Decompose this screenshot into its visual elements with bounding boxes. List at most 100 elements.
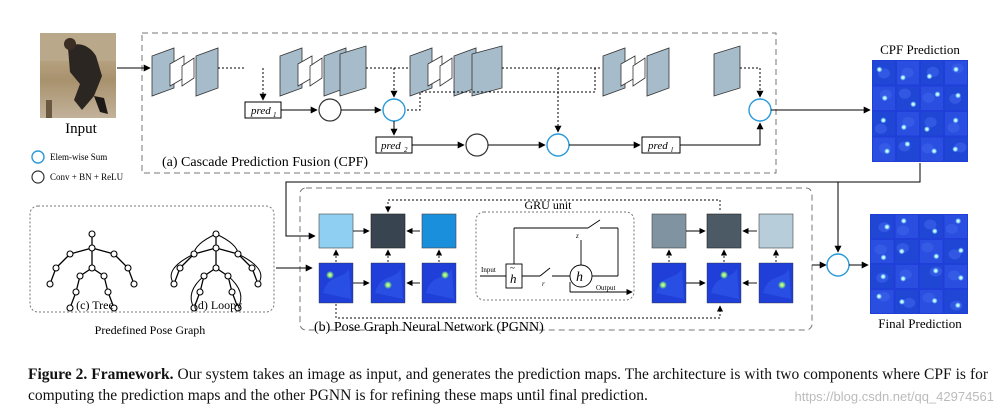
gru-h-label: h bbox=[576, 270, 583, 285]
final-prediction-label: Final Prediction bbox=[878, 316, 962, 331]
caption-bold: Framework. bbox=[91, 366, 174, 383]
cpf-feature-stages bbox=[151, 45, 741, 97]
cpf-pred-peak bbox=[910, 101, 917, 108]
predl-label: pred bbox=[647, 140, 668, 152]
final-pred-shadow bbox=[948, 249, 961, 260]
feature-map-0-c bbox=[181, 57, 195, 87]
loopy-pose-graph bbox=[170, 230, 262, 312]
legend: Elem-wise Sum Conv + BN + ReLU bbox=[31, 150, 124, 184]
cpf-pred-peak bbox=[904, 141, 911, 148]
final-pred-peak bbox=[954, 302, 961, 309]
loopy-label: (d) Loopy bbox=[194, 298, 242, 312]
feature-map-2-e bbox=[471, 45, 503, 97]
tree-joint bbox=[66, 304, 74, 312]
final-pred-shadow bbox=[921, 242, 934, 253]
tree-joint bbox=[110, 250, 118, 258]
cpf-pred-shadow bbox=[898, 88, 911, 99]
loopy-joint bbox=[234, 304, 242, 312]
gru-diagram bbox=[480, 219, 633, 296]
final-pred-peak bbox=[957, 247, 964, 254]
gru-r-label: r bbox=[542, 280, 545, 288]
elem-wise-sum-legend-icon bbox=[31, 150, 45, 164]
feature-map-3-d bbox=[646, 47, 670, 97]
gru-unit-title: GRU unit bbox=[524, 198, 572, 212]
gru-h-tilde-label: h bbox=[510, 271, 517, 286]
pgnn-heatmap-peak bbox=[778, 281, 786, 289]
pgnn-caption: (b) Pose Graph Neural Network (PGNN) bbox=[314, 320, 544, 335]
tree-joint bbox=[72, 288, 80, 296]
cpf-pred-peak bbox=[952, 117, 959, 124]
loopy-joint bbox=[190, 250, 198, 258]
loopy-joint bbox=[190, 304, 198, 312]
final-pred-peak bbox=[876, 293, 883, 300]
pgnn-heatmap-shadow bbox=[763, 269, 791, 299]
pgnn-heatmap-peak bbox=[720, 271, 728, 279]
tree-joint bbox=[100, 272, 108, 280]
final-pred-peak bbox=[898, 248, 905, 255]
tree-edge bbox=[91, 247, 115, 255]
tree-edge bbox=[69, 247, 93, 255]
cpf-conv-node-2 bbox=[465, 133, 489, 157]
cpf-pred-peak bbox=[955, 92, 962, 99]
pgnn-node-light bbox=[318, 213, 354, 249]
cpf-pred-shadow bbox=[947, 122, 960, 133]
cpf-pred-shadow bbox=[874, 123, 887, 134]
cpf-prediction-heatmap bbox=[872, 60, 968, 162]
final-pred-peak bbox=[932, 267, 939, 274]
feature-map-3-e bbox=[713, 45, 741, 97]
pgnn-heatmap-shadow bbox=[323, 269, 351, 299]
cpf-sum-node-l bbox=[748, 98, 772, 122]
feature-map-2-a bbox=[409, 47, 433, 97]
caption-text: Our system takes an image as input, and … bbox=[28, 366, 989, 404]
tree-joint bbox=[110, 304, 118, 312]
final-pred-peak bbox=[931, 297, 938, 304]
cpf-pred-shadow bbox=[921, 143, 934, 154]
final-pred-cell bbox=[920, 240, 943, 263]
loopy-joint bbox=[224, 272, 232, 280]
final-pred-shadow bbox=[896, 225, 910, 236]
loopy-joint bbox=[228, 288, 236, 296]
pgnn-heatmap-peak bbox=[384, 281, 392, 289]
loopy-joint bbox=[212, 244, 220, 252]
final-prediction-heatmap bbox=[870, 214, 968, 314]
feature-map-0-a bbox=[151, 47, 175, 97]
cpf-to-pgnn-arrow bbox=[285, 163, 921, 240]
pred1-label: pred bbox=[250, 105, 271, 117]
watermark: https://blog.csdn.net/qq_42974561 bbox=[794, 389, 995, 404]
pgnn-node-dark bbox=[370, 213, 406, 249]
loopy-joint bbox=[234, 250, 242, 258]
feature-map-1-c bbox=[309, 57, 323, 87]
gru-z-label: z bbox=[575, 232, 579, 240]
tree-joint bbox=[104, 288, 112, 296]
cpf-pred-peak bbox=[876, 66, 883, 73]
cpf-pred-shadow bbox=[922, 92, 935, 103]
pgnn-heatmap-shadow bbox=[656, 269, 684, 299]
cpf-sum-node-1 bbox=[382, 98, 406, 122]
pgnn-heatmap-peak bbox=[326, 271, 334, 279]
pgnn-box bbox=[299, 187, 813, 331]
conv-bn-relu-legend-label: Conv + BN + ReLU bbox=[50, 172, 124, 182]
cpf-pred-peak bbox=[926, 73, 933, 80]
cpf-pred-peak bbox=[884, 148, 891, 155]
gru-h-tilde-mark: ~ bbox=[510, 263, 515, 273]
final-pred-shadow bbox=[874, 244, 887, 255]
predl-subscript: l bbox=[671, 146, 673, 154]
loopy-joint bbox=[170, 280, 178, 288]
pred1-subscript: 1 bbox=[273, 111, 277, 119]
tree-label: (c) Tree bbox=[76, 298, 114, 312]
feature-map-0-d bbox=[195, 47, 219, 97]
pose-graph-box bbox=[29, 205, 275, 313]
final-pred-peak bbox=[880, 254, 887, 261]
pgnn-heatmap-peak bbox=[659, 281, 667, 289]
cpf-caption: (a) Cascade Prediction Fusion (CPF) bbox=[162, 155, 368, 170]
conv-bn-relu-legend-icon bbox=[31, 170, 45, 184]
pgnn-node-grey bbox=[651, 213, 687, 249]
input-image bbox=[40, 33, 116, 118]
final-pred-peak bbox=[900, 217, 907, 224]
framework-figure: Input Elem-wise Sum Conv + BN + ReLU (a)… bbox=[29, 32, 968, 337]
loopy-edge bbox=[193, 247, 217, 255]
tree-joint bbox=[130, 280, 138, 288]
final-pred-peak bbox=[898, 298, 905, 305]
final-pred-peak bbox=[884, 223, 891, 230]
tree-joint bbox=[46, 280, 54, 288]
